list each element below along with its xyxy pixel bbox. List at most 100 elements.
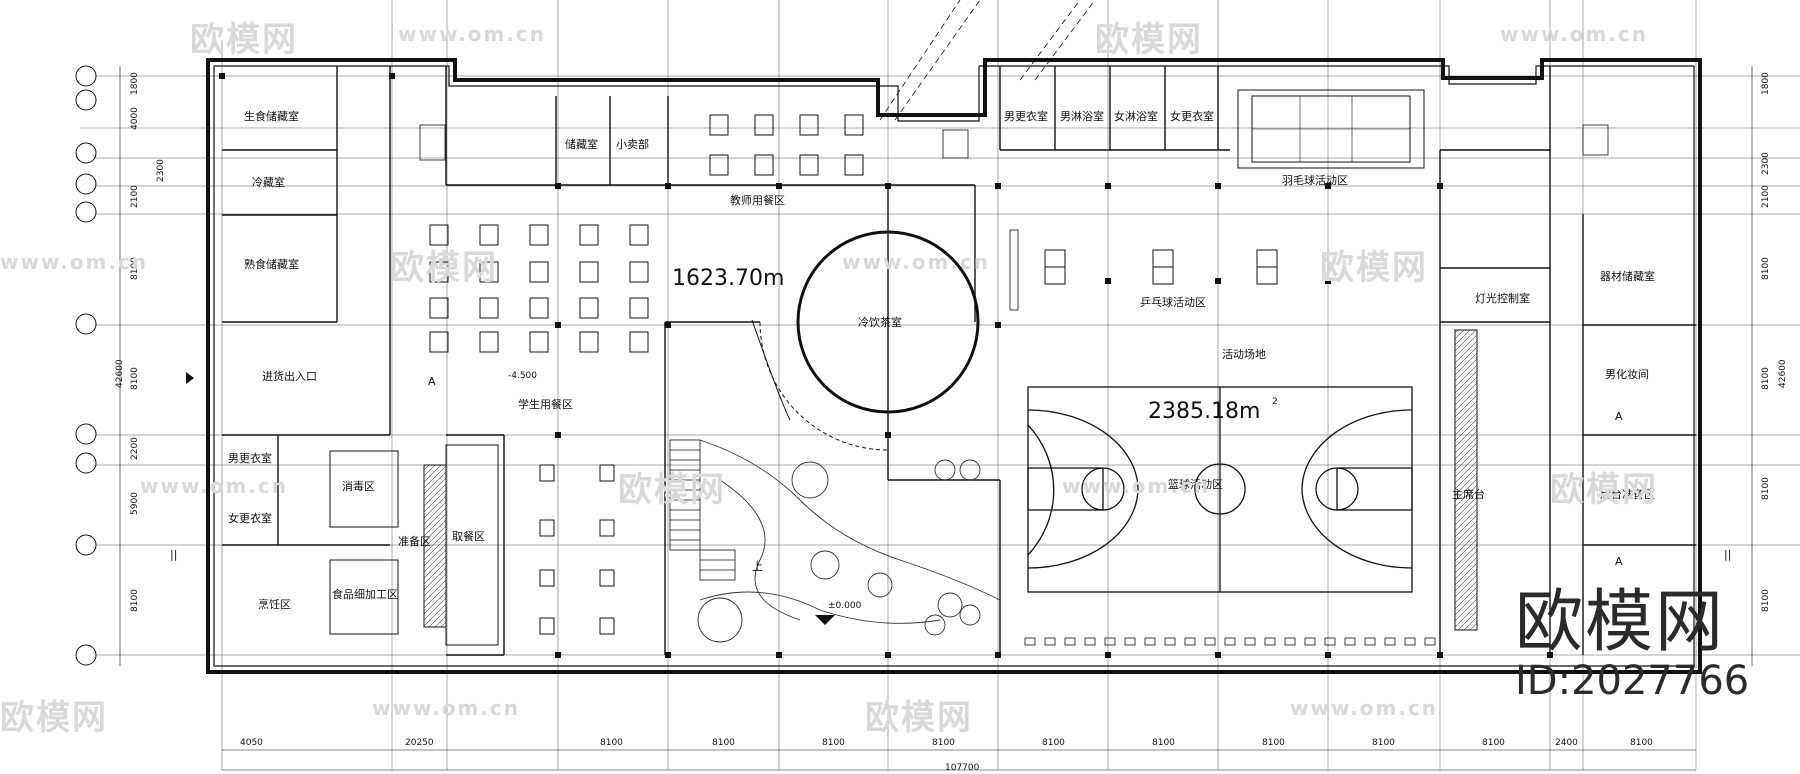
room-activity-hall: 活动场地 bbox=[1222, 347, 1266, 361]
room-male-shower: 男淋浴室 bbox=[1060, 109, 1104, 123]
room-teacher-dining: 教师用餐区 bbox=[730, 193, 785, 207]
room-food-processing: 食品细加工区 bbox=[332, 587, 398, 601]
section-mark: A bbox=[428, 375, 436, 388]
watermark-logo: 欧模网 bbox=[1320, 248, 1428, 288]
room-storage: 储藏室 bbox=[565, 137, 598, 151]
area-right: 2385.18m bbox=[1148, 399, 1260, 424]
room-cooked-storage: 熟食储藏室 bbox=[244, 257, 299, 271]
elevation-marker-icon bbox=[815, 615, 835, 625]
room-badminton: 羽毛球活动区 bbox=[1282, 173, 1348, 187]
room-pingpong: 乒乓球活动区 bbox=[1140, 295, 1206, 309]
watermark-url: www.om.cn bbox=[0, 250, 149, 274]
watermark-url: www.om.cn bbox=[140, 474, 289, 498]
stairs bbox=[419, 124, 1609, 581]
room-prep: 准备区 bbox=[398, 534, 431, 548]
dining-tables bbox=[429, 114, 864, 635]
room-lighting-control: 灯光控制室 bbox=[1475, 291, 1530, 305]
dim-bottom: 8100 bbox=[1152, 738, 1175, 748]
watermark-url: www.om.cn bbox=[372, 696, 521, 720]
room-stage: 主席台 bbox=[1452, 487, 1485, 501]
basketball-court bbox=[1027, 386, 1413, 593]
counters bbox=[329, 89, 1478, 646]
dims-left: 1800 4000 2300 2100 8100 8100 2200 5900 … bbox=[115, 72, 166, 612]
room-goods-entrance: 进货出入口 bbox=[262, 369, 317, 383]
room-female-locker-left: 女更衣室 bbox=[228, 511, 272, 525]
room-disinfection: 消毒区 bbox=[342, 479, 375, 493]
watermark-url: www.om.cn bbox=[1290, 696, 1439, 720]
dim-bottom: 8100 bbox=[600, 738, 623, 748]
room-male-locker-left: 男更衣室 bbox=[228, 451, 272, 465]
axis-bubbles-left bbox=[75, 65, 97, 666]
room-basketball: 篮球活动区 bbox=[1168, 477, 1223, 491]
projection-lines bbox=[879, 0, 1096, 121]
spectator-seats bbox=[1009, 229, 1436, 646]
brand-name: 欧模网 bbox=[1515, 583, 1726, 662]
dim-right: 8100 bbox=[1761, 589, 1771, 612]
watermark-logo: 欧模网 bbox=[190, 20, 298, 60]
dim-bottom: 8100 bbox=[1042, 738, 1065, 748]
room-female-locker-right: 女更衣室 bbox=[1170, 109, 1214, 123]
dim-left: 4000 bbox=[130, 107, 140, 130]
structural-columns bbox=[219, 73, 1553, 658]
model-id: ID:2027766 bbox=[1515, 658, 1750, 704]
brand-block: 欧模网 ID:2027766 bbox=[1515, 588, 1785, 718]
watermark-url: www.om.cn bbox=[1500, 22, 1649, 46]
dim-bottom: 8100 bbox=[1482, 738, 1505, 748]
dim-total: 107700 bbox=[945, 763, 980, 773]
dim-right: 2100 bbox=[1761, 185, 1771, 208]
dim-bottom: 8100 bbox=[1262, 738, 1285, 748]
section-mark: A bbox=[1615, 410, 1623, 423]
dim-left-total: 42600 bbox=[115, 359, 125, 388]
dim-left: 8100 bbox=[130, 367, 140, 390]
dim-right: 1800 bbox=[1761, 72, 1771, 95]
dim-bottom: 4050 bbox=[240, 738, 263, 748]
dim-left: 2100 bbox=[130, 185, 140, 208]
watermark-logo: 欧模网 bbox=[1095, 20, 1203, 60]
watermark-url: www.om.cn bbox=[842, 250, 991, 274]
pingpong-tables bbox=[1044, 249, 1278, 285]
dim-bottom: 8100 bbox=[1372, 738, 1395, 748]
axis-tick-mark: || bbox=[1724, 548, 1731, 561]
dim-bottom: 2400 bbox=[1555, 738, 1578, 748]
interior-walls bbox=[222, 66, 1696, 656]
dim-right-total: 42600 bbox=[1778, 359, 1788, 388]
garden bbox=[697, 439, 1001, 643]
dim-left: 1800 bbox=[130, 72, 140, 95]
watermark-url: www.om.cn bbox=[1062, 474, 1211, 498]
dim-left: 8100 bbox=[130, 257, 140, 280]
elevation-ground: ±0.000 bbox=[828, 601, 862, 611]
room-serving: 取餐区 bbox=[452, 529, 485, 543]
dim-bottom: 8100 bbox=[1630, 738, 1653, 748]
room-male-locker-right: 男更衣室 bbox=[1004, 109, 1048, 123]
dim-bottom: 8100 bbox=[712, 738, 735, 748]
tea-room-rotunda bbox=[751, 230, 980, 451]
entrance-arrow-icon bbox=[186, 372, 194, 384]
watermark-logo: 欧模网 bbox=[865, 698, 973, 738]
dim-left: 5900 bbox=[130, 492, 140, 515]
room-dressing: 男化妆间 bbox=[1605, 367, 1649, 381]
dim-left: 8100 bbox=[130, 589, 140, 612]
dim-bottom: 8100 bbox=[822, 738, 845, 748]
dim-bottom: 20250 bbox=[405, 738, 434, 748]
room-cold: 冷藏室 bbox=[252, 175, 285, 189]
watermark-logo: 欧模网 bbox=[618, 470, 726, 510]
dim-right: 2300 bbox=[1761, 152, 1771, 175]
room-backstage: 后台准备区 bbox=[1600, 487, 1655, 501]
area-left: 1623.70m bbox=[672, 266, 784, 291]
room-raw-storage: 生食储藏室 bbox=[244, 109, 299, 123]
watermark-url: www.om.cn bbox=[398, 22, 547, 46]
room-female-shower: 女淋浴室 bbox=[1114, 109, 1158, 123]
dim-left: 2300 bbox=[156, 159, 166, 182]
stair-up-mark: 上 bbox=[752, 560, 763, 573]
area-right-superscript: 2 bbox=[1272, 397, 1278, 407]
dim-right: 8100 bbox=[1761, 477, 1771, 500]
dims-right: 1800 2300 2100 8100 8100 8100 8100 42600 bbox=[1761, 72, 1788, 612]
elevation-lower: -4.500 bbox=[508, 371, 537, 381]
room-student-dining: 学生用餐区 bbox=[518, 397, 573, 411]
dimension-lines bbox=[119, 66, 1753, 771]
dim-left: 2200 bbox=[130, 437, 140, 460]
watermark-logo: 欧模网 bbox=[1550, 470, 1658, 510]
axis-tick-mark: || bbox=[170, 548, 177, 561]
room-shop: 小卖部 bbox=[616, 137, 649, 151]
